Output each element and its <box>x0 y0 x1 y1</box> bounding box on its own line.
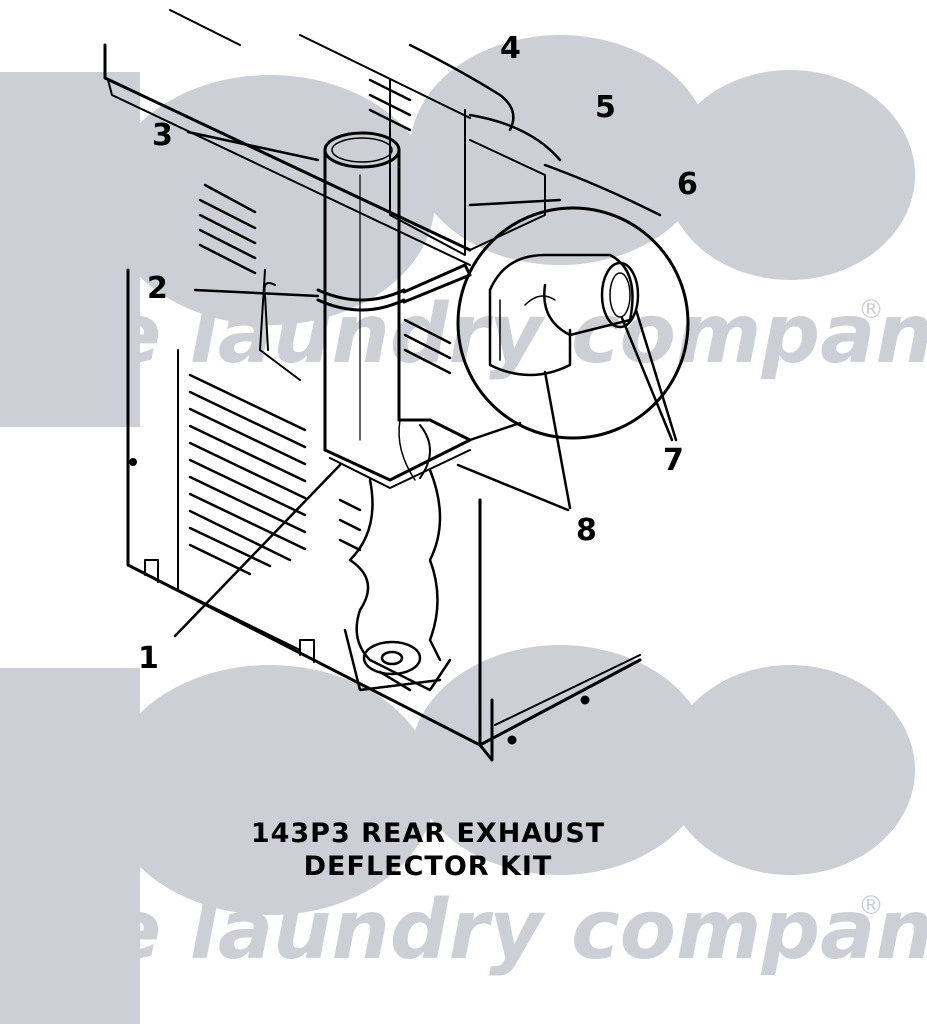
detail-circle <box>456 206 690 440</box>
watermark-bottom: the laundry company ® <box>0 645 927 1024</box>
caption-line-2: DEFLECTOR KIT <box>304 851 553 882</box>
callout-4: 4 <box>500 31 521 66</box>
cabinet-bolt <box>507 735 517 745</box>
cabinet-top-edge-inner <box>107 79 471 266</box>
leader-line-8a <box>543 370 572 510</box>
leader-line-8b <box>456 463 570 512</box>
cabinet-foot <box>299 639 315 663</box>
callout-6: 6 <box>677 167 698 202</box>
figure-caption: 143P3 REAR EXHAUST DEFLECTOR KIT <box>251 818 605 882</box>
leader-line-3 <box>186 130 320 162</box>
callout-labels: 1 2 3 4 5 6 7 8 <box>138 31 698 676</box>
callout-2: 2 <box>147 271 168 306</box>
leader-line-elbow <box>468 421 522 442</box>
cabinet-top-edge <box>103 43 472 252</box>
hatch-line <box>169 9 241 46</box>
ods-logo-icon <box>0 645 915 1024</box>
dryer-rear-drawing <box>103 9 690 762</box>
leader-line-7a <box>620 316 674 442</box>
leader-line-7b <box>634 308 678 442</box>
pipe-strap <box>263 263 472 351</box>
access-panel-edge <box>469 139 546 251</box>
leader-lines <box>173 130 678 638</box>
watermark-registered-mark-bottom: ® <box>858 891 884 921</box>
cabinet-bottom-lip <box>494 654 641 726</box>
caption-line-1: 143P3 REAR EXHAUST <box>251 818 605 849</box>
leader-line-1 <box>173 463 342 638</box>
callout-3: 3 <box>152 118 173 153</box>
exhaust-pipe <box>323 131 401 452</box>
cutaway-section <box>343 468 452 692</box>
callout-5: 5 <box>595 90 616 125</box>
callout-1: 1 <box>138 641 159 676</box>
hatch-line <box>299 34 471 119</box>
ods-logo-icon <box>0 35 915 427</box>
vent-louvers-upper <box>198 78 452 375</box>
cabinet-bottom-edge <box>478 658 642 747</box>
callout-7: 7 <box>663 443 684 478</box>
access-panel <box>389 79 466 256</box>
side-shading-lines <box>408 43 662 217</box>
vent-louvers-lower <box>188 373 362 576</box>
panel-recess <box>177 269 301 651</box>
cabinet-bolt <box>580 695 590 705</box>
leader-line-2 <box>193 288 320 298</box>
cabinet-bolt <box>129 458 137 466</box>
callout-8: 8 <box>576 513 597 548</box>
cabinet-foot <box>144 559 159 583</box>
deflector-elbow <box>323 418 472 489</box>
watermark-registered-mark-top: ® <box>858 295 884 325</box>
watermark-brand-text-bottom: the laundry company <box>8 883 927 978</box>
corner-edge <box>478 498 494 762</box>
